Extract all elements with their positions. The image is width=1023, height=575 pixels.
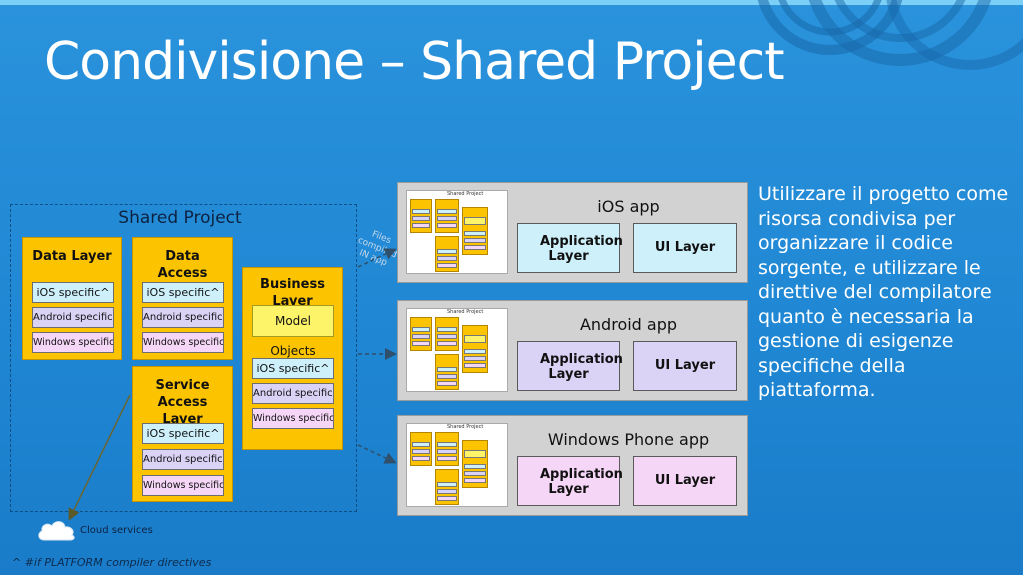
- windows-mini-shared-project: Shared Project: [406, 423, 508, 507]
- windows-application-layer: Application Layer: [517, 456, 623, 506]
- android-ui-layer: UI Layer: [633, 341, 737, 391]
- data-layer-box: Data Layer iOS specific^ Android specifi…: [22, 237, 122, 360]
- windows-ui-layer: UI Layer: [633, 456, 737, 506]
- ios-app-panel: Shared Project iOS app Application Layer…: [397, 182, 748, 283]
- footnote: ^ #if PLATFORM compiler directives: [12, 556, 212, 569]
- service-access-layer-box: Service Access Layer iOS specific^ Andro…: [132, 366, 233, 502]
- data-layer-title: Data Layer: [32, 249, 112, 264]
- ios-app-title: iOS app: [597, 197, 660, 216]
- decorative-rings: [757, 0, 1023, 70]
- android-application-layer: Application Layer: [517, 341, 623, 391]
- shared-project-title: Shared Project: [118, 208, 242, 228]
- shared-project-region: [10, 204, 357, 512]
- service-access-android-specific: Android specific^: [142, 449, 224, 470]
- data-layer-windows-specific: Windows specific^: [32, 332, 114, 353]
- service-access-ios-specific: iOS specific^: [142, 423, 224, 444]
- slide-title: Condivisione – Shared Project: [44, 32, 785, 92]
- android-app-panel: Shared Project Android app Application L…: [397, 300, 748, 401]
- cloud-icon: [38, 521, 75, 541]
- ios-mini-shared-project: Shared Project: [406, 190, 508, 274]
- top-accent-bar: [0, 0, 1023, 5]
- data-access-windows-specific: Windows specific^: [142, 332, 224, 353]
- data-access-layer-box: Data Access Layer iOS specific^ Android …: [132, 237, 233, 360]
- service-access-layer-title: Service Access Layer: [155, 378, 210, 427]
- business-ios-specific: iOS specific^: [252, 358, 334, 379]
- service-access-windows-specific: Windows specific^: [142, 475, 224, 496]
- android-app-title: Android app: [579, 315, 678, 334]
- business-windows-specific: Windows specific^: [252, 408, 334, 429]
- windows-phone-app-title: Windows Phone app: [547, 430, 710, 449]
- data-layer-android-specific: Android specific^: [32, 307, 114, 328]
- business-layer-box: Business Layer Model Objects iOS specifi…: [242, 267, 343, 450]
- data-access-ios-specific: iOS specific^: [142, 282, 224, 303]
- slide-description: Utilizzare il progetto come risorsa cond…: [758, 183, 1009, 401]
- ios-application-layer: Application Layer: [517, 223, 623, 273]
- model-objects-box: Model Objects: [252, 305, 334, 358]
- cloud-services-label: Cloud services: [80, 525, 153, 536]
- ios-ui-layer: UI Layer: [633, 223, 737, 273]
- android-mini-shared-project: Shared Project: [406, 308, 508, 392]
- business-android-specific: Android specific^: [252, 383, 334, 404]
- data-access-android-specific: Android specific^: [142, 307, 224, 328]
- data-layer-ios-specific: iOS specific^: [32, 282, 114, 303]
- windows-phone-app-panel: Shared Project Windows Phone app Applica…: [397, 415, 748, 516]
